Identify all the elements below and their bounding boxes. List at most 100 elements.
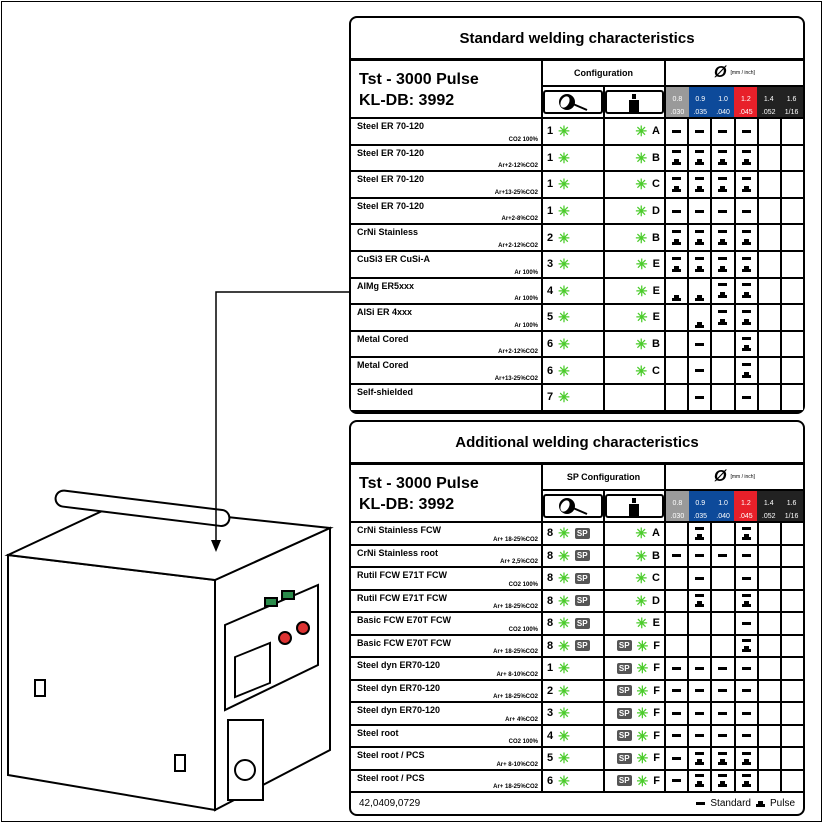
diameter-cell bbox=[735, 703, 757, 724]
led-star-icon: ✳ bbox=[636, 727, 649, 744]
process-letter: D bbox=[652, 205, 660, 218]
process-letter-cell: SP✳F bbox=[604, 770, 664, 791]
process-letter: E bbox=[652, 258, 660, 271]
diameter-cell bbox=[689, 658, 711, 679]
diameter-title: Ø[mm / inch] bbox=[666, 61, 803, 85]
led-star-icon: ✳ bbox=[558, 615, 570, 632]
wire-spool-icon-cell bbox=[604, 491, 664, 521]
led-star-icon: ✳ bbox=[558, 229, 570, 246]
pulse-mode-icon bbox=[695, 159, 705, 166]
standard-mode-icon bbox=[672, 150, 682, 154]
material-name: Steel root bbox=[357, 727, 399, 738]
diameter-cell bbox=[735, 278, 757, 304]
program-number: 2 bbox=[547, 684, 554, 697]
shielding-gas: CO2 100% bbox=[508, 739, 538, 745]
diameter-cell bbox=[689, 703, 711, 724]
standard-mode-icon bbox=[695, 711, 705, 715]
standard-mode-icon bbox=[672, 554, 682, 558]
diameter-cell bbox=[712, 278, 734, 304]
diameter-cell bbox=[689, 545, 711, 566]
process-letter: B bbox=[652, 549, 660, 562]
diameter-cell bbox=[781, 119, 804, 144]
standard-mode-icon bbox=[718, 666, 728, 670]
process-letter-cell: SP✳F bbox=[604, 658, 664, 679]
diameter-mm: 1.6 bbox=[786, 96, 797, 103]
diameter-inch: .035 bbox=[693, 513, 708, 520]
sp-badge: SP bbox=[574, 595, 590, 607]
diameter-cell bbox=[689, 590, 711, 611]
standard-mode-icon bbox=[672, 711, 682, 715]
standard-mode-icon bbox=[741, 209, 751, 213]
pulse-mode-icon bbox=[695, 185, 705, 192]
standard-mode-icon bbox=[695, 774, 705, 778]
sp-badge: SP bbox=[574, 550, 590, 562]
diameter-cell bbox=[758, 198, 780, 224]
diameter-cell bbox=[758, 331, 780, 357]
diameter-inch: .030 bbox=[670, 109, 685, 116]
standard-mode-icon bbox=[718, 554, 728, 558]
diameter-cell bbox=[735, 331, 757, 357]
process-letter-cell: SP✳F bbox=[604, 680, 664, 701]
diameter-cell bbox=[666, 384, 688, 410]
led-star-icon: ✳ bbox=[635, 525, 648, 542]
standard-mode-icon bbox=[718, 689, 728, 693]
led-star-icon: ✳ bbox=[636, 637, 649, 654]
program-number-cell: 6✳ bbox=[543, 358, 603, 383]
process-letter: C bbox=[652, 572, 660, 585]
diameter-mm: 0.9 bbox=[695, 500, 706, 507]
diameter-mm: 1.4 bbox=[763, 500, 774, 507]
sp-badge: SP bbox=[616, 685, 632, 697]
shielding-gas: Ar 100% bbox=[514, 296, 538, 303]
process-letter: F bbox=[653, 639, 660, 652]
led-star-icon: ✳ bbox=[635, 592, 648, 609]
diameter-inch: .035 bbox=[693, 109, 708, 116]
led-star-icon: ✳ bbox=[558, 389, 570, 406]
process-letter-cell: ✳C bbox=[604, 358, 664, 383]
pulse-mode-icon bbox=[741, 646, 751, 653]
diameter-column: 1.0.040 bbox=[711, 491, 735, 521]
configuration-label: Configuration bbox=[543, 61, 664, 85]
led-star-icon: ✳ bbox=[635, 203, 648, 220]
led-star-icon: ✳ bbox=[558, 750, 570, 767]
standard-mode-icon bbox=[741, 621, 751, 625]
led-star-icon: ✳ bbox=[636, 705, 649, 722]
standard-mode-icon bbox=[695, 576, 705, 580]
process-letter: C bbox=[652, 364, 660, 377]
configuration-icons bbox=[543, 87, 664, 117]
standard-mode-icon bbox=[672, 756, 682, 760]
diameter-cell bbox=[781, 305, 804, 330]
shielding-gas: Ar+ 4%CO2 bbox=[505, 716, 538, 723]
diameter-cell bbox=[735, 358, 757, 383]
shielding-gas: CO2 100% bbox=[508, 136, 538, 143]
table-title: Additional welding characteristics bbox=[351, 422, 803, 462]
standard-mode-icon bbox=[718, 230, 728, 234]
diameter-cell bbox=[666, 725, 688, 746]
material-cell: Self-shielded bbox=[351, 384, 541, 410]
wire-spool-icon bbox=[604, 494, 664, 518]
program-number: 4 bbox=[547, 284, 554, 297]
diameter-cell bbox=[712, 680, 734, 701]
material-name: Steel dyn ER70-120 bbox=[357, 705, 441, 715]
standard-mode-icon bbox=[741, 751, 751, 755]
pulse-mode-icon bbox=[672, 239, 682, 246]
standard-mode-icon bbox=[741, 774, 751, 778]
standard-mode-icon bbox=[741, 150, 751, 154]
diameter-column: 1.2.045 bbox=[734, 87, 758, 117]
process-letter-cell bbox=[604, 384, 664, 410]
standard-mode-icon bbox=[741, 310, 751, 314]
diameter-inch: .045 bbox=[739, 109, 753, 116]
diameter-cell bbox=[758, 172, 780, 197]
standard-mode-icon bbox=[696, 802, 706, 805]
led-star-icon: ✳ bbox=[558, 309, 570, 326]
program-number: 5 bbox=[547, 311, 554, 324]
diameter-cell bbox=[758, 680, 780, 701]
standard-mode-icon bbox=[672, 734, 682, 738]
shielding-gas: Ar+ 2,5%CO2 bbox=[500, 559, 538, 565]
